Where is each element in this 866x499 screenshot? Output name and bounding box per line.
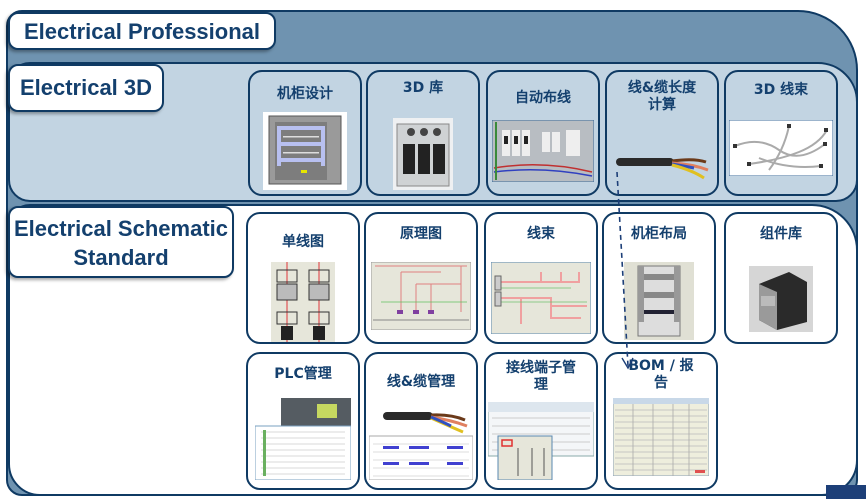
- module-auto-routing[interactable]: 自动布线: [486, 70, 600, 196]
- bom-report-image: [613, 398, 709, 476]
- single-line-diagram-image: [271, 262, 335, 342]
- module-cabinet-layout[interactable]: 机柜布局: [602, 212, 716, 344]
- module-harness[interactable]: 线束: [484, 212, 598, 344]
- cabinet-layout-image: [624, 262, 694, 340]
- module-title-line1: BOM / 报: [628, 358, 694, 374]
- circuit-breaker-image: [393, 118, 453, 190]
- module-title: 线&缆长度 计算: [607, 80, 717, 114]
- tier-label-3d: Electrical 3D: [8, 64, 164, 112]
- plc-image: [255, 398, 351, 480]
- tier-label-schematic: Electrical Schematic Standard: [8, 206, 234, 278]
- auto-routing-image: [492, 120, 594, 182]
- module-terminal-management[interactable]: 接线端子管 理: [484, 352, 598, 490]
- terminal-image: [488, 402, 594, 480]
- module-title-line1: 线&缆长度: [627, 80, 697, 96]
- module-title: PLC管理: [274, 366, 332, 382]
- corner-accent-bar: [826, 485, 866, 499]
- module-3d-harness[interactable]: 3D 线束: [724, 70, 838, 196]
- component-library-image: [749, 266, 813, 332]
- module-title: 机柜布局: [631, 226, 687, 242]
- module-title: 线&缆管理: [386, 374, 456, 390]
- module-component-library[interactable]: 组件库: [724, 212, 838, 344]
- module-schematic[interactable]: 原理图: [364, 212, 478, 344]
- module-cable-length-calc[interactable]: 线&缆长度 计算: [605, 70, 719, 196]
- cabinet-design-image: [263, 112, 347, 190]
- schematic-image: [371, 262, 471, 330]
- module-title: 线束: [527, 226, 555, 242]
- module-title-line1: 接线端子管: [506, 360, 576, 376]
- module-title: BOM / 报 告: [606, 358, 716, 392]
- module-single-line-diagram[interactable]: 单线图: [246, 212, 360, 344]
- tier-label-schematic-line2: Standard: [73, 245, 169, 270]
- module-title-line2: 计算: [648, 97, 676, 113]
- module-title: 组件库: [760, 226, 802, 242]
- cable-image: [616, 158, 709, 180]
- module-cabinet-design[interactable]: 机柜设计: [248, 70, 362, 196]
- module-title: 机柜设计: [277, 86, 333, 102]
- module-title: 3D 库: [402, 80, 444, 96]
- module-plc-management[interactable]: PLC管理: [246, 352, 360, 490]
- module-title: 原理图: [400, 226, 442, 242]
- module-title: 接线端子管 理: [486, 360, 596, 394]
- module-title: 自动布线: [515, 90, 571, 106]
- module-title-line2: 理: [534, 377, 548, 393]
- cable-management-image: [369, 412, 473, 480]
- module-title: 3D 线束: [753, 82, 809, 98]
- module-bom-report[interactable]: BOM / 报 告: [604, 352, 718, 490]
- module-title-line2: 告: [654, 375, 668, 391]
- harness-3d-image: [729, 120, 833, 176]
- tier-label-schematic-line1: Electrical Schematic: [13, 216, 228, 241]
- module-title: 单线图: [282, 234, 324, 250]
- module-cable-management[interactable]: 线&缆管理: [364, 352, 478, 490]
- harness-image: [491, 262, 591, 334]
- module-3d-library[interactable]: 3D 库: [366, 70, 480, 196]
- tier-label-professional: Electrical Professional: [8, 12, 276, 50]
